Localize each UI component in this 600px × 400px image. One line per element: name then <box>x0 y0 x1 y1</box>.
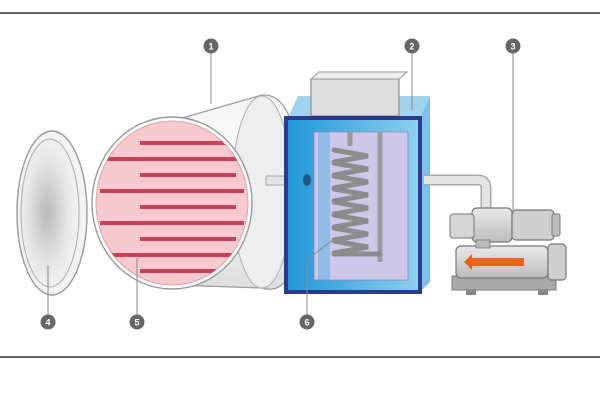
svg-text:2: 2 <box>409 42 414 52</box>
coil-turn <box>331 238 369 256</box>
callout-4: 4 <box>40 314 56 330</box>
shelf-bar <box>140 269 236 273</box>
shelf-bar <box>140 173 236 177</box>
coil-turn <box>331 147 369 165</box>
coil-turn <box>331 186 369 204</box>
shelf-bar <box>140 205 236 209</box>
cooling-coil <box>331 132 383 262</box>
coil-turn <box>331 173 369 191</box>
door <box>16 130 88 296</box>
callout-6: 6 <box>299 314 315 330</box>
shelf-bar <box>140 237 236 241</box>
coil-turn <box>331 160 369 178</box>
vacuum-pump <box>449 207 567 295</box>
shelf-bar <box>140 141 236 145</box>
callout-2: 2 <box>404 38 420 54</box>
callout-leaders <box>47 53 514 316</box>
coil-turn <box>331 199 369 217</box>
shelves <box>100 141 244 273</box>
shelf-bar <box>100 189 244 193</box>
callout-3: 3 <box>505 38 521 54</box>
condenser <box>284 71 430 294</box>
coil-turn <box>331 225 369 243</box>
svg-text:1: 1 <box>208 42 213 52</box>
callout-5: 5 <box>129 314 145 330</box>
svg-text:5: 5 <box>134 318 139 328</box>
coil-turn <box>331 212 369 230</box>
callout-1: 1 <box>203 38 219 54</box>
pump-flow-arrow <box>472 258 524 266</box>
shelf-bar <box>100 253 244 257</box>
shelf-bar <box>100 157 244 161</box>
condenser-pump-pipe <box>424 174 492 208</box>
svg-text:4: 4 <box>45 318 50 328</box>
shelf-bar <box>100 221 244 225</box>
drying-chamber <box>91 94 301 290</box>
svg-text:3: 3 <box>510 42 515 52</box>
svg-text:6: 6 <box>304 318 309 328</box>
